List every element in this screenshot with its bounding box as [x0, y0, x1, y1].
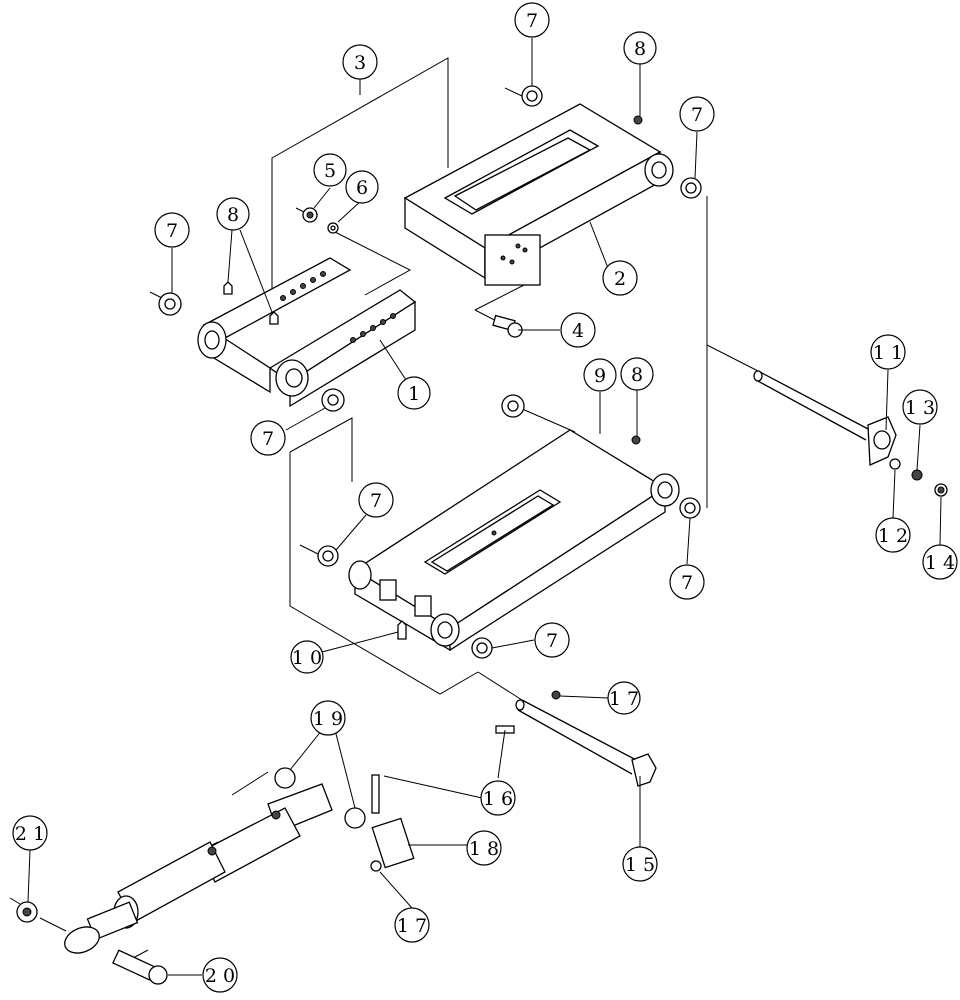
callout-5: 5 [313, 153, 347, 187]
callout-15: 1 5 [622, 846, 658, 882]
callout-18: 1 8 [466, 830, 502, 866]
svg-text:3: 3 [354, 52, 366, 74]
svg-text:7: 7 [691, 104, 703, 126]
callout-1: 1 [397, 376, 431, 410]
hardware [223, 115, 643, 640]
pin-part-15 [495, 690, 657, 787]
svg-text:1 7: 1 7 [609, 688, 639, 710]
pin-part-18 [370, 774, 415, 872]
callout-20: 2 0 [202, 957, 238, 993]
svg-text:7: 7 [546, 630, 558, 652]
callout-9: 9 [583, 358, 617, 392]
callout-11: 1 1 [870, 334, 906, 370]
svg-text:6: 6 [356, 177, 368, 199]
callout-8: 8 [620, 357, 654, 391]
svg-text:1 0: 1 0 [292, 647, 322, 669]
callout-7: 7 [154, 212, 190, 248]
svg-text:1 2: 1 2 [878, 525, 908, 547]
svg-text:1 1: 1 1 [873, 342, 903, 364]
svg-text:2 0: 2 0 [205, 965, 235, 987]
svg-text:1: 1 [408, 383, 420, 405]
callout-8: 8 [216, 197, 250, 231]
bracket-part-1 [197, 257, 417, 408]
svg-text:7: 7 [681, 572, 693, 594]
callout-2: 2 [602, 260, 638, 296]
callout-16: 1 6 [480, 780, 516, 816]
callout-12: 1 2 [875, 517, 911, 553]
svg-text:1 9: 1 9 [313, 708, 343, 730]
callout-7: 7 [534, 622, 570, 658]
svg-text:7: 7 [262, 428, 274, 450]
callout-8: 8 [623, 31, 657, 65]
callout-17: 1 7 [394, 907, 430, 943]
callout-10: 1 0 [290, 640, 324, 674]
svg-text:4: 4 [572, 320, 584, 342]
callout-7: 7 [514, 2, 550, 38]
svg-text:1 7: 1 7 [397, 915, 427, 937]
svg-text:5: 5 [324, 160, 336, 182]
upper-plate-part-2 [403, 103, 674, 286]
callout-19: 1 9 [310, 700, 346, 736]
svg-text:1 5: 1 5 [625, 854, 655, 876]
svg-text:7: 7 [526, 10, 538, 32]
pin-part-11 [753, 370, 948, 497]
svg-text:8: 8 [631, 364, 643, 386]
svg-text:8: 8 [634, 38, 646, 60]
callouts: 7 8 3 7 5 6 7 8 2 4 1 7 9 8 1 1 1 3 1 2 … [12, 2, 958, 993]
svg-text:1 8: 1 8 [469, 838, 499, 860]
bushings [158, 85, 702, 659]
callout-7: 7 [679, 96, 715, 132]
callout-7: 7 [358, 482, 394, 518]
svg-text:2 1: 2 1 [15, 823, 45, 845]
svg-text:1 4: 1 4 [925, 552, 955, 574]
callout-7: 7 [250, 420, 286, 456]
callout-6: 6 [345, 170, 379, 204]
callout-3: 3 [342, 44, 378, 80]
callout-4: 4 [560, 312, 596, 348]
svg-text:1 6: 1 6 [483, 788, 513, 810]
svg-text:7: 7 [370, 490, 382, 512]
svg-text:8: 8 [227, 204, 239, 226]
leader-lines [27, 38, 942, 976]
svg-text:2: 2 [614, 268, 626, 290]
svg-text:9: 9 [594, 365, 606, 387]
bracket-holes [280, 271, 396, 343]
callout-14: 1 4 [922, 544, 958, 580]
callout-17: 1 7 [607, 681, 641, 715]
svg-text:7: 7 [166, 220, 178, 242]
cylinder-assembly [16, 767, 366, 985]
lower-plate-part-9 [348, 429, 680, 652]
callout-7: 7 [669, 564, 705, 600]
callout-21: 2 1 [12, 815, 48, 851]
svg-text:1 3: 1 3 [905, 397, 935, 419]
callout-13: 1 3 [902, 389, 938, 425]
